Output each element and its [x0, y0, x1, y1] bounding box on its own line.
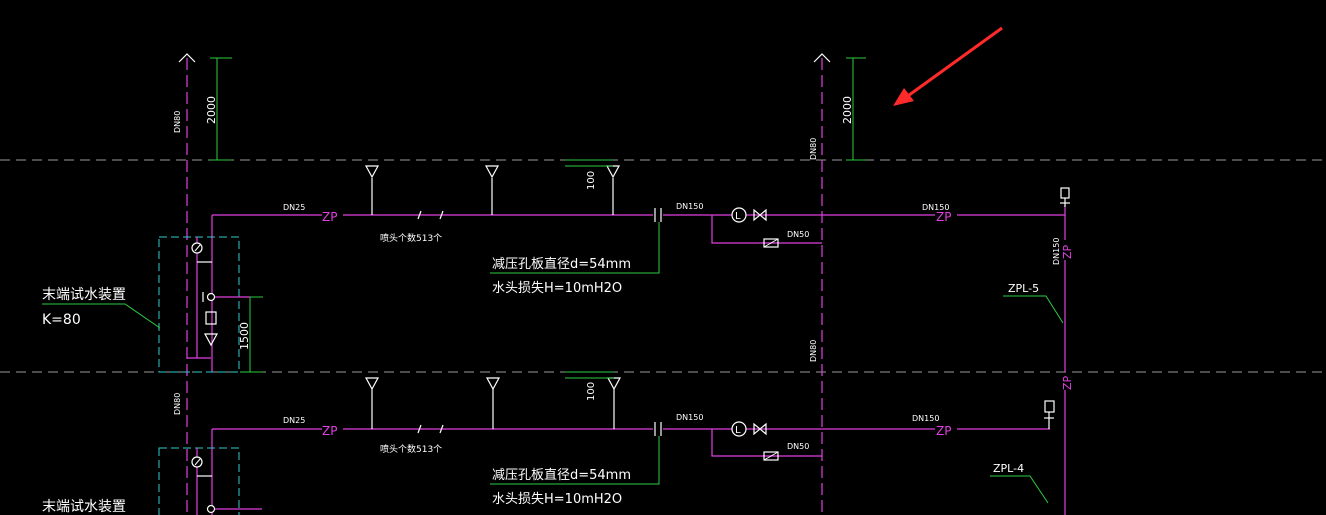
dimension-left-top	[210, 57, 232, 161]
orifice-leader-line	[490, 436, 660, 485]
end-test-device-box	[158, 236, 240, 373]
dimension-right-top-label: 2000	[841, 96, 854, 124]
riser-right-dn-label-upper: DN80	[809, 138, 818, 160]
bypass-valve-icon	[763, 238, 779, 248]
riser-left-dn-label-lower: DN80	[173, 393, 182, 415]
bypass-valve-icon	[763, 451, 779, 461]
right-dn-label: DN150	[922, 203, 949, 212]
zpl-dn-label: DN150	[1052, 238, 1061, 265]
sprinkler-head-icon	[364, 377, 380, 429]
zpl-tag-leader	[990, 475, 1049, 504]
riser-left-vent-icon	[178, 53, 196, 63]
dimension-100-label: 100	[586, 171, 597, 190]
right-dn-label: DN150	[912, 414, 939, 423]
main-dn-label: DN150	[676, 202, 703, 211]
dimension-left-top-label: 2000	[205, 96, 218, 124]
orifice-diameter-label: 减压孔板直径d=54mm	[492, 468, 631, 483]
signal-valve-icon	[753, 422, 767, 436]
exhaust-valve-icon	[1044, 400, 1055, 429]
dimension-100	[565, 371, 614, 379]
bypass-dn-label: DN50	[787, 442, 809, 451]
head-loss-label: 水头损失H=10mH2O	[492, 281, 622, 296]
end-test-device-box	[158, 447, 240, 515]
zp-pipe-label: ZP	[322, 210, 337, 224]
zpl-tag-label: ZPL-5	[1008, 282, 1039, 295]
annotation-arrow	[893, 26, 1003, 106]
sprinkler-head-icon	[484, 165, 500, 215]
sprinkler-head-icon	[606, 377, 622, 429]
riser-right-dn-label-mid: DN80	[809, 340, 818, 362]
end-device-leader	[42, 303, 161, 329]
k-value-label: K=80	[42, 312, 81, 328]
zp-pipe-label: ZP	[936, 210, 951, 224]
riser-right-vent-icon	[813, 53, 831, 63]
bypass-pipe	[711, 215, 822, 244]
head-loss-label: 水头损失H=10mH2O	[492, 492, 622, 507]
floor-upper: DN25 ZP 喷头个数513个 100 减压孔板直径d=54mm 水头损失H=…	[42, 159, 1074, 515]
pipe-break-icon	[417, 424, 444, 434]
zpl-zp-label: ZP	[1061, 375, 1074, 390]
main-dn-label: DN150	[676, 413, 703, 422]
bypass-dn-label: DN50	[787, 230, 809, 239]
flow-indicator-icon	[731, 207, 747, 223]
dimension-right-top	[846, 57, 866, 161]
riser-left-dn-label: DN80	[173, 111, 182, 133]
pipe-break-icon	[417, 210, 444, 220]
bypass-pipe	[711, 429, 822, 457]
test-nozzle-icon	[203, 333, 219, 347]
branch-dn-label: DN25	[283, 203, 305, 212]
flow-indicator-icon	[731, 421, 747, 437]
exhaust-valve-icon	[1060, 187, 1070, 207]
zp-pipe-label: ZP	[936, 424, 951, 438]
sprinkler-head-icon	[485, 377, 501, 429]
zp-pipe-label: ZP	[322, 424, 337, 438]
dimension-100-label: 100	[586, 382, 597, 401]
branch-dn-label: DN25	[283, 416, 305, 425]
dimension-drain-label: 1500	[238, 322, 251, 350]
test-valve-icon	[206, 292, 216, 302]
zpl-zp-label: ZP	[1061, 244, 1074, 259]
end-device-label: 末端试水装置	[42, 287, 126, 303]
flow-indicator-letter: L	[735, 425, 741, 436]
flow-indicator-letter: L	[735, 211, 741, 222]
signal-valve-icon	[753, 208, 767, 222]
orifice-diameter-label: 减压孔板直径d=54mm	[492, 257, 631, 272]
dimension-100	[565, 159, 613, 167]
sprinkler-count-label: 喷头个数513个	[380, 443, 442, 455]
orifice-leader-line	[490, 222, 660, 274]
floor-lower: DN25 ZP 喷头个数513个 100 减压孔板直径d=54mm 水头损失H=…	[42, 371, 1055, 515]
sprinkler-head-icon	[364, 165, 380, 215]
sprinkler-count-label: 喷头个数513个	[380, 232, 442, 244]
zpl-tag-leader	[1003, 295, 1064, 324]
zpl-tag-label: ZPL-4	[993, 462, 1024, 475]
end-device-label: 末端试水装置	[42, 499, 126, 515]
test-valve-icon	[206, 504, 216, 514]
test-nozzle-icon	[205, 311, 217, 325]
sprinkler-head-icon	[605, 165, 621, 215]
